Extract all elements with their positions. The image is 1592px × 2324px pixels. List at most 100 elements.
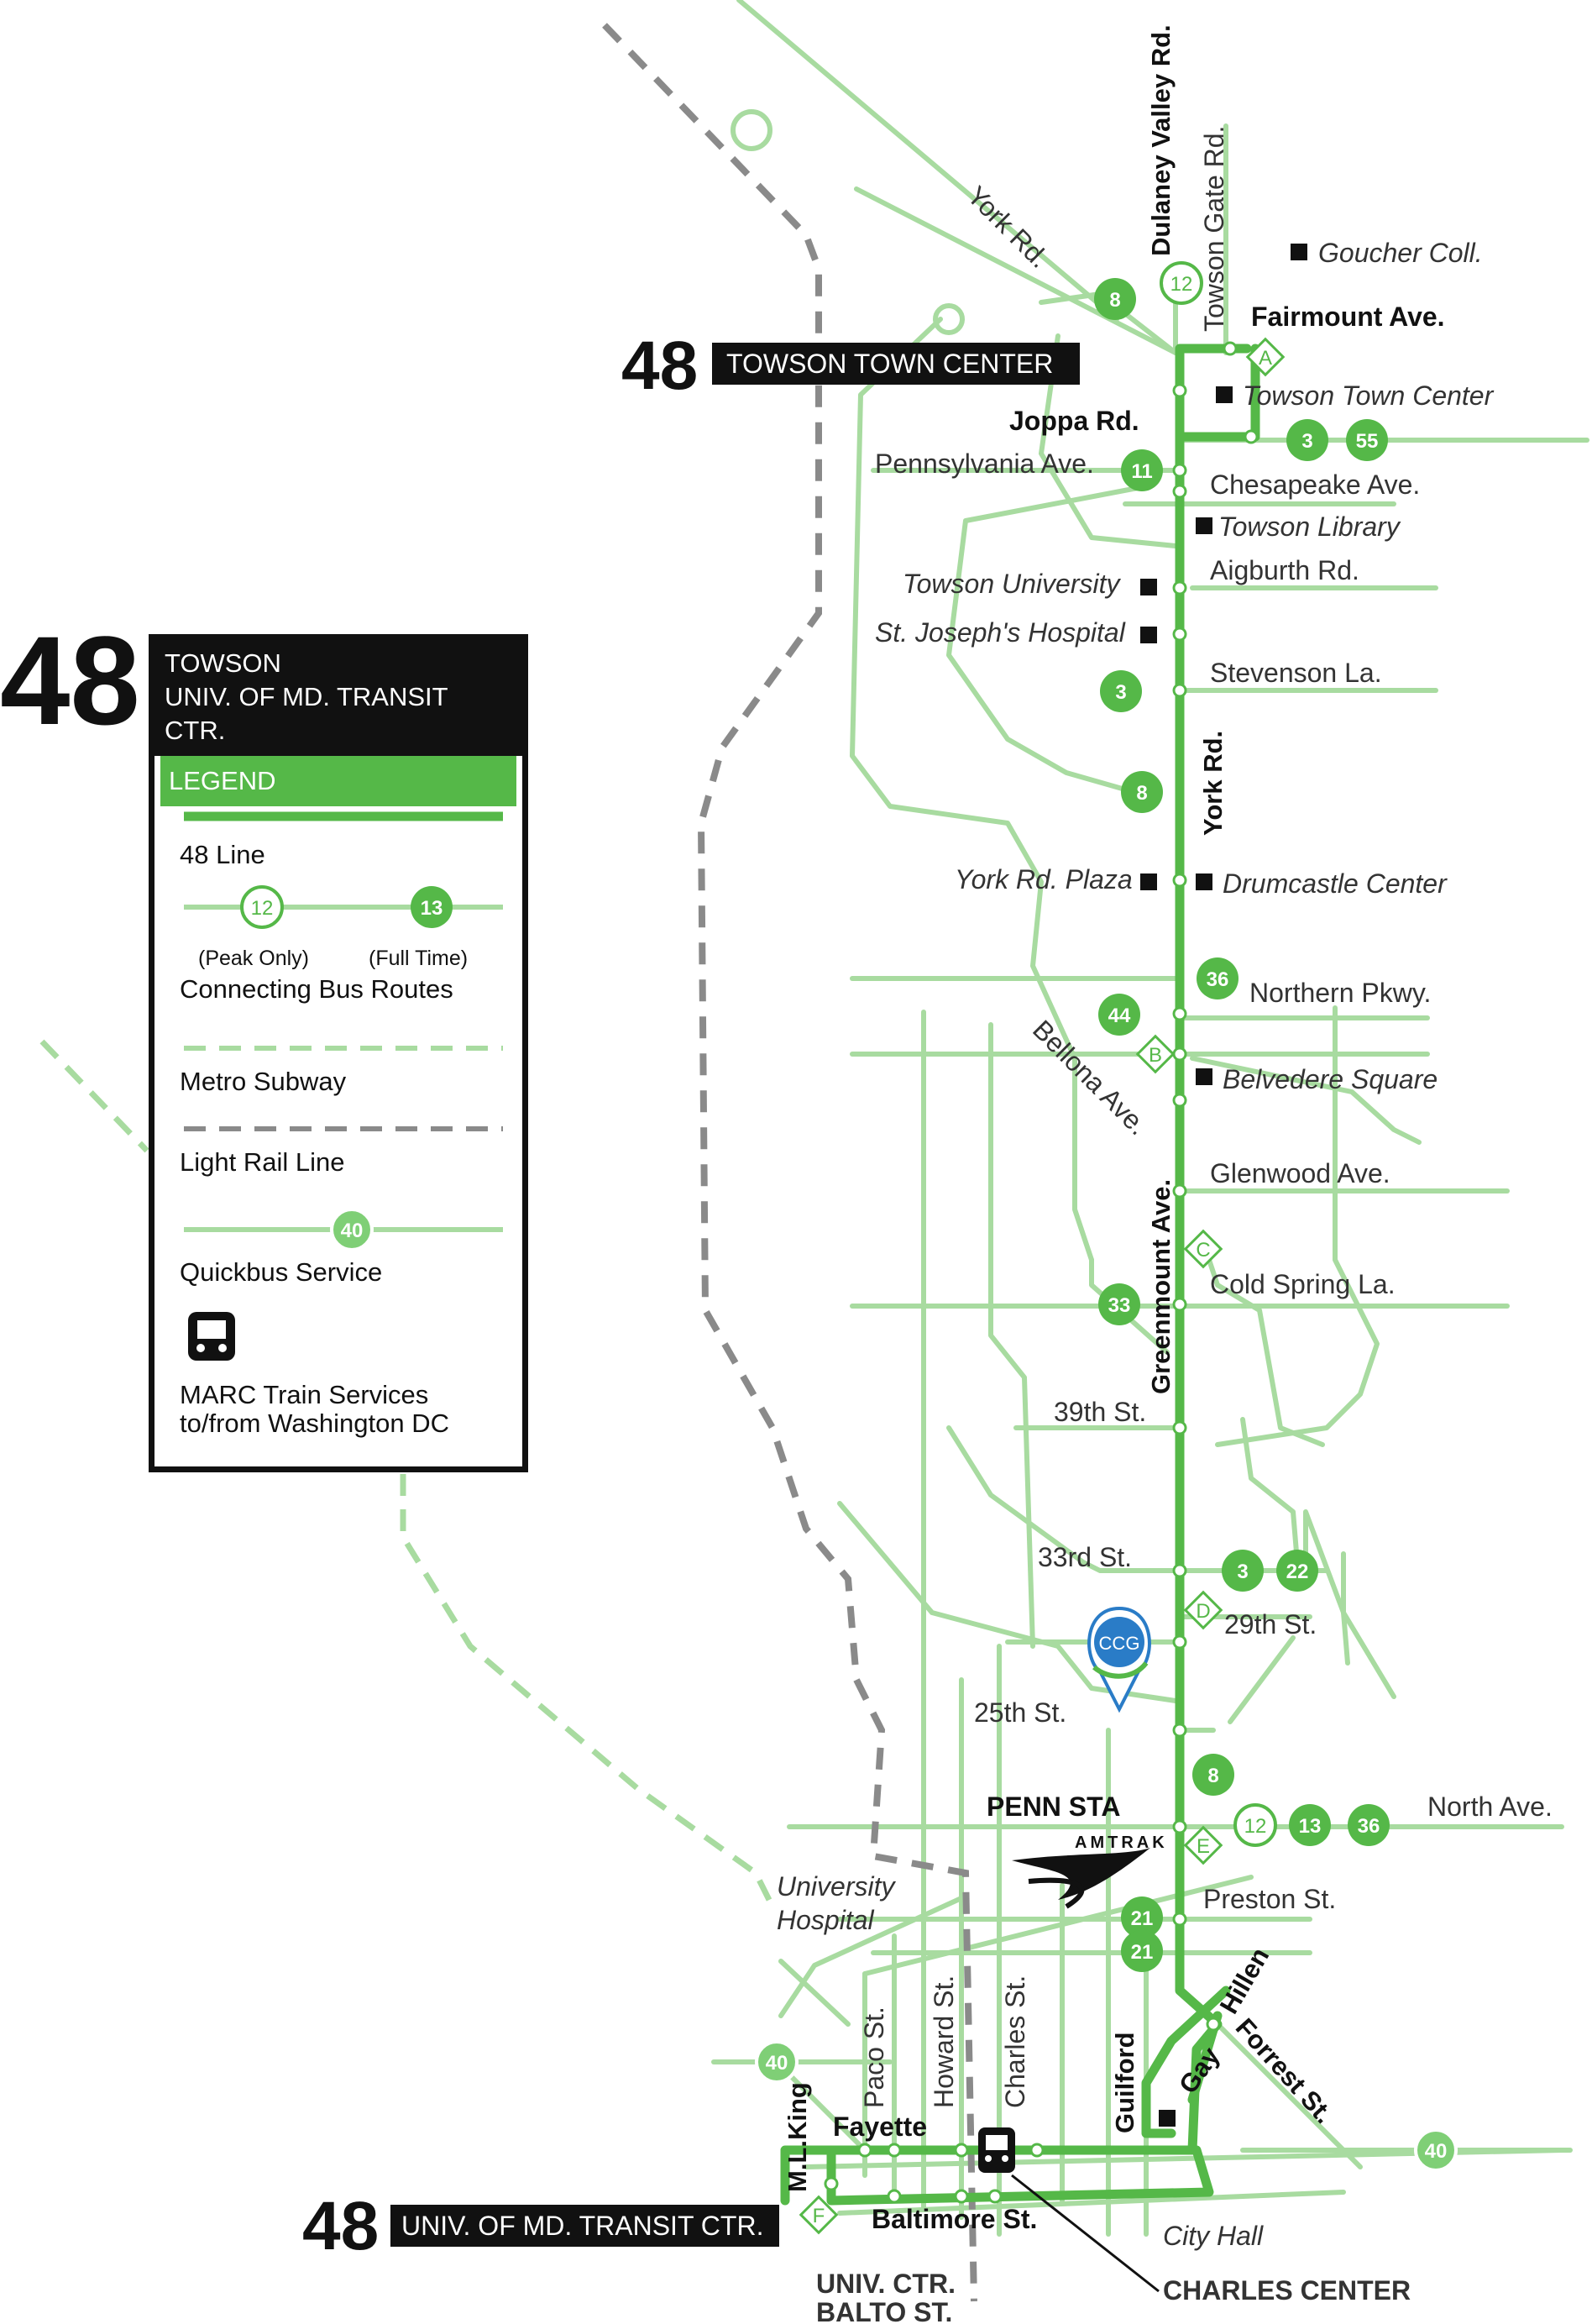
svg-text:TOWSON TOWN CENTER: TOWSON TOWN CENTER — [726, 349, 1053, 379]
street-label-baltimore: Baltimore St. — [872, 2204, 1037, 2234]
svg-text:48: 48 — [621, 328, 698, 404]
svg-text:D: D — [1196, 1600, 1210, 1623]
timepoint-b: B — [1135, 1034, 1176, 1074]
legend-marc-line2: to/from Washington DC — [180, 1409, 450, 1438]
place-drumcastle: Drumcastle Center — [1223, 868, 1448, 899]
svg-text:11: 11 — [1131, 460, 1152, 483]
legend-48-line: 48 Line — [180, 840, 265, 869]
street-label-preston: Preston St. — [1203, 1884, 1336, 1914]
svg-text:AMTRAK: AMTRAK — [1075, 1833, 1168, 1852]
bus-badge: 36 — [1348, 1804, 1390, 1846]
street-label-glenwood: Glenwood Ave. — [1210, 1158, 1390, 1188]
svg-text:40: 40 — [766, 2052, 788, 2075]
legend-graphics: 12 13 40 — [184, 811, 503, 1361]
place-towson-library: Towson Library — [1218, 511, 1401, 542]
street-label-29th: 29th St. — [1224, 1609, 1317, 1639]
timepoint-c: C — [1183, 1229, 1223, 1269]
street-label-greenmount: Greenmount Ave. — [1146, 1179, 1176, 1394]
street-label-dulaney: Dulaney Valley Rd. — [1146, 24, 1176, 256]
street-label-forrest: Forrest St. — [1230, 2012, 1339, 2129]
svg-text:E: E — [1197, 1835, 1210, 1858]
place-markers — [1140, 244, 1307, 2127]
svg-text:UNIV. OF MD. TRANSIT CTR.: UNIV. OF MD. TRANSIT CTR. — [401, 2211, 763, 2241]
timepoints: A B C D E F — [799, 337, 1286, 2235]
street-label-stevenson: Stevenson La. — [1210, 658, 1382, 688]
street-label-chesapeake: Chesapeake Ave. — [1210, 470, 1420, 500]
svg-text:3: 3 — [1237, 1561, 1248, 1583]
place-york-rd-plaza: York Rd. Plaza — [955, 864, 1133, 894]
svg-text:3: 3 — [1115, 681, 1126, 704]
bus-badge: 3 — [1100, 670, 1142, 712]
timepoint-e: E — [1183, 1825, 1223, 1865]
svg-text:48: 48 — [302, 2188, 379, 2264]
bus-badge: 55 — [1346, 419, 1388, 461]
place-university-hospital-1: University — [777, 1871, 896, 1902]
svg-text:12: 12 — [251, 897, 274, 920]
svg-text:22: 22 — [1286, 1561, 1309, 1583]
legend-title: TOWSON UNIV. OF MD. TRANSIT CTR. — [154, 640, 522, 756]
street-label-guilford: Guilford — [1110, 2032, 1139, 2133]
street-label-york-rd-diag: York Rd. — [961, 180, 1055, 273]
timepoint-a: A — [1245, 337, 1286, 377]
street-label-mlking: M.L.King — [783, 2082, 812, 2192]
place-st-josephs: St. Joseph's Hospital — [875, 617, 1126, 648]
legend-header: LEGEND — [160, 756, 516, 806]
legend-full-note: (Full Time) — [369, 947, 469, 970]
marc-train-icon — [188, 1312, 235, 1361]
street-label-fayette: Fayette — [833, 2112, 927, 2142]
street-label-25th: 25th St. — [974, 1697, 1066, 1728]
place-towson-university: Towson University — [903, 569, 1121, 599]
street-label-pennsylvania: Pennsylvania Ave. — [875, 449, 1094, 479]
bus-badge: 13 — [1289, 1804, 1331, 1846]
svg-text:8: 8 — [1109, 289, 1120, 312]
legend-panel: TOWSON UNIV. OF MD. TRANSIT CTR. LEGEND … — [149, 634, 528, 1472]
metro-subway-line — [39, 1039, 149, 1153]
bus-badge: 8 — [1094, 278, 1136, 320]
svg-text:3: 3 — [1301, 430, 1312, 453]
legend-metro-subway: Metro Subway — [180, 1067, 347, 1096]
svg-text:36: 36 — [1358, 1815, 1380, 1838]
bus-badge-peak: 12 — [1233, 1803, 1277, 1847]
terminal-univ-md-transit: 48 UNIV. OF MD. TRANSIT CTR. — [302, 2188, 779, 2264]
bus-badges: 8 3 55 11 3 8 36 44 33 3 22 8 13 36 21 2… — [755, 261, 1458, 2172]
loop-circle — [933, 303, 965, 335]
svg-text:8: 8 — [1207, 1765, 1218, 1787]
place-belvedere: Belvedere Square — [1223, 1064, 1438, 1094]
legend-route-number: 48 — [0, 610, 140, 751]
svg-text:21: 21 — [1131, 1907, 1154, 1930]
street-label-charles: Charles St. — [1000, 1975, 1030, 2108]
street-label-howard: Howard St. — [929, 1975, 959, 2108]
bus-badge: 22 — [1276, 1550, 1318, 1592]
street-label-towson-gate: Towson Gate Rd. — [1199, 126, 1229, 332]
bus-badge: 33 — [1098, 1283, 1140, 1325]
bus-badge: 44 — [1098, 994, 1140, 1036]
svg-text:33: 33 — [1108, 1294, 1131, 1317]
timepoint-f: F — [799, 2195, 839, 2235]
street-label-paco: Paco St. — [859, 2007, 889, 2108]
terminal-towson-town-center: 48 TOWSON TOWN CENTER — [621, 328, 1080, 404]
svg-text:A: A — [1259, 347, 1272, 370]
street-label-northern: Northern Pkwy. — [1249, 978, 1431, 1008]
svg-text:21: 21 — [1131, 1941, 1154, 1964]
quickbus-badge: 40 — [1414, 2128, 1458, 2172]
quickbus-badge: 40 — [755, 2040, 799, 2084]
place-university-hospital-2: Hospital — [777, 1905, 875, 1935]
legend-quickbus: Quickbus Service — [180, 1257, 383, 1287]
marc-station-icon — [978, 2127, 1015, 2173]
street-label-cold-spring: Cold Spring La. — [1210, 1269, 1396, 1299]
svg-text:36: 36 — [1207, 968, 1229, 991]
svg-text:12: 12 — [1170, 273, 1193, 296]
place-goucher: Goucher Coll. — [1318, 238, 1483, 268]
place-univ-ctr-1: UNIV. CTR. — [816, 2269, 956, 2299]
bus-badge: 11 — [1121, 449, 1163, 491]
street-label-north-ave: North Ave. — [1427, 1792, 1553, 1822]
legend-title-line1: TOWSON — [165, 648, 281, 678]
timepoint-d: D — [1183, 1590, 1223, 1630]
charles-center-leader — [1011, 2174, 1160, 2293]
legend-marc: MARC Train Services to/from Washington D… — [180, 1381, 449, 1438]
bus-badge-peak: 12 — [1160, 261, 1203, 305]
place-city-hall: City Hall — [1163, 2221, 1264, 2251]
svg-text:F: F — [813, 2205, 825, 2227]
stop-dots — [824, 341, 1259, 2204]
